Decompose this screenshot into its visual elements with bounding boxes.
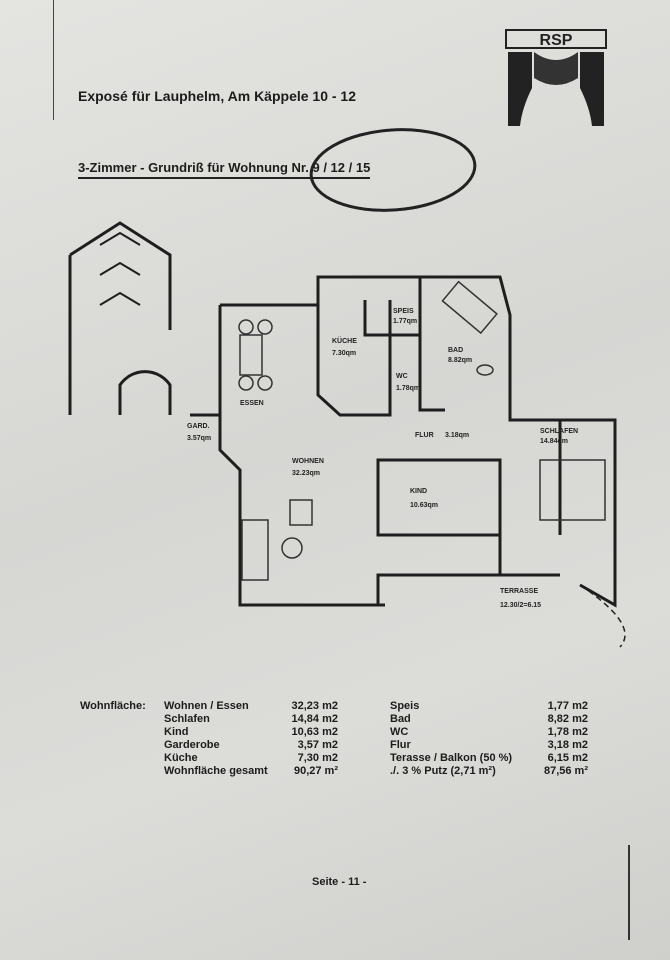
text-label: 7.30qm (332, 350, 356, 357)
room-flur: FLUR (415, 432, 434, 439)
text-label: 3-Zimmer - Grundriß für Wohnung Nr. 9 / … (78, 160, 371, 175)
text-label: 12.30/2=6.15 (500, 602, 541, 609)
text-label: 10,63 m2 (291, 726, 338, 738)
text-label: Wohnen / Essen (164, 700, 249, 712)
text-label: 1,77 m2 (547, 700, 588, 712)
room-wohnen: WOHNEN (292, 458, 324, 465)
page-number: Seite - 11 - (312, 876, 367, 888)
room-essen: ESSEN (240, 400, 264, 407)
text-label: ./. 3 % Putz (2,71 m²) (390, 765, 496, 777)
room-kueche: KÜCHE (332, 336, 357, 345)
text-label: Kind (164, 726, 189, 738)
text-label: WC (390, 726, 409, 738)
room-speis: SPEIS (393, 308, 414, 315)
text-label: 32,23 m2 (291, 700, 338, 712)
document-title: Exposé für Lauphelm, Am Käppele 10 - 12 (78, 88, 357, 104)
room-kind: KIND (410, 488, 427, 495)
text-label: 14,84 m2 (291, 713, 338, 725)
text-label: 8,82 m2 (547, 713, 588, 725)
text-label: 87,56 m² (543, 765, 588, 777)
rsp-logo: RSP (505, 29, 607, 126)
text-label: 8.82qm (448, 357, 472, 364)
room-gard: GARD. (187, 423, 210, 430)
text-label: 14.84qm (540, 438, 568, 445)
text-label: 7,30 m2 (297, 752, 338, 764)
text-label: Speis (390, 700, 420, 712)
room-terrasse: TERRASSE (500, 588, 538, 595)
area-label: Wohnfläche: (80, 700, 146, 712)
text-label: 3.18qm (445, 432, 469, 439)
margin-line (628, 845, 630, 940)
text-label: Terasse / Balkon (50 %) (390, 752, 513, 764)
text-label: Flur (390, 739, 411, 751)
text-label: 1.78qm (396, 385, 420, 392)
text-label: Wohnfläche gesamt (164, 765, 268, 777)
text-label: 90,27 m² (293, 765, 338, 777)
text-label: 3,57 m2 (297, 739, 338, 751)
room-wc: WC (396, 373, 408, 380)
text-label: 3.57qm (187, 435, 211, 442)
text-label: Bad (390, 713, 411, 725)
floorplan: KÜCHE 7.30qm SPEIS 1.77qm BAD 8.82qm WC … (68, 221, 626, 648)
room-schlafen: SCHLAFEN (540, 428, 578, 435)
text-label: 10.63qm (410, 502, 438, 509)
margin-line (53, 0, 54, 120)
text-label: 1,78 m2 (547, 726, 588, 738)
text-label: Küche (164, 752, 198, 764)
floorplan-subtitle: 3-Zimmer - Grundriß für Wohnung Nr. 9 / … (78, 160, 371, 179)
text-label: 3,18 m2 (547, 739, 588, 751)
hand-drawn-circle (309, 128, 477, 212)
text-label: Garderobe (164, 739, 220, 751)
text-label: 32.23qm (292, 470, 320, 477)
svg-text:RSP: RSP (540, 32, 573, 49)
text-label: Schlafen (164, 713, 210, 725)
room-bad: BAD (448, 347, 463, 354)
text-label: 1.77qm (393, 318, 417, 325)
text-label: 6,15 m2 (547, 752, 588, 764)
